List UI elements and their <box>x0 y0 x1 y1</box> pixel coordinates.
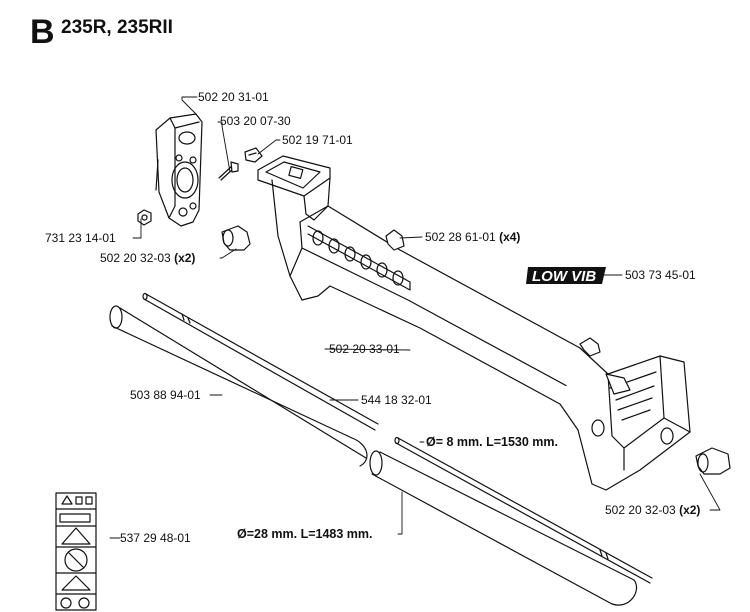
label-nut: 731 23 14-01 <box>45 231 116 245</box>
label-tube-spec: Ø=28 mm. L=1483 mm. <box>237 527 373 541</box>
grip-left-part <box>221 225 251 251</box>
label-shaft: 544 18 32-01 <box>361 393 432 407</box>
label-grip-left: 502 20 32-03 (x2) <box>100 251 195 265</box>
handle-part <box>257 155 691 491</box>
warning-decal-part <box>55 492 97 611</box>
grip-left-number: 502 20 32-03 <box>100 251 171 265</box>
label-bracket: 502 20 31-01 <box>198 90 269 104</box>
low-vib-decal-part: LOW VIB <box>526 267 606 285</box>
grip-right-number: 502 20 32-03 <box>605 503 676 517</box>
low-vib-decal-text: LOW VIB <box>532 268 596 285</box>
label-handle: 502 20 33-01 <box>329 342 400 356</box>
label-grip-right: 502 20 32-03 (x2) <box>605 503 700 517</box>
grip-right-qty: (x2) <box>679 503 701 517</box>
label-tube-guard: 503 88 94-01 <box>130 388 201 402</box>
label-tie: 502 28 61-01 (x4) <box>425 230 520 244</box>
leader-lines <box>109 96 721 539</box>
rod-part <box>394 436 653 584</box>
tube-guard-part <box>109 305 368 467</box>
model-title: 235R, 235RII <box>61 17 173 38</box>
nut-part <box>137 209 152 226</box>
label-low-vib-decal: 503 73 45-01 <box>625 268 696 282</box>
label-shaft-spec: Ø= 8 mm. L=1530 mm. <box>426 435 559 449</box>
tie-part <box>385 229 601 357</box>
shaft-part <box>142 292 379 431</box>
tube-part <box>369 450 638 606</box>
bolt-part <box>218 161 239 181</box>
tie-number: 502 28 61-01 <box>425 230 496 244</box>
tie-qty: (x4) <box>499 230 521 244</box>
section-letter: B <box>30 13 55 51</box>
grip-right-part <box>695 447 731 475</box>
bracket-part <box>155 113 203 227</box>
grip-left-qty: (x2) <box>174 251 196 265</box>
label-warning-decal: 537 29 48-01 <box>120 531 191 545</box>
label-bolt: 503 20 07-30 <box>220 114 291 128</box>
clip-part <box>244 147 263 163</box>
label-clip: 502 19 71-01 <box>282 133 353 147</box>
